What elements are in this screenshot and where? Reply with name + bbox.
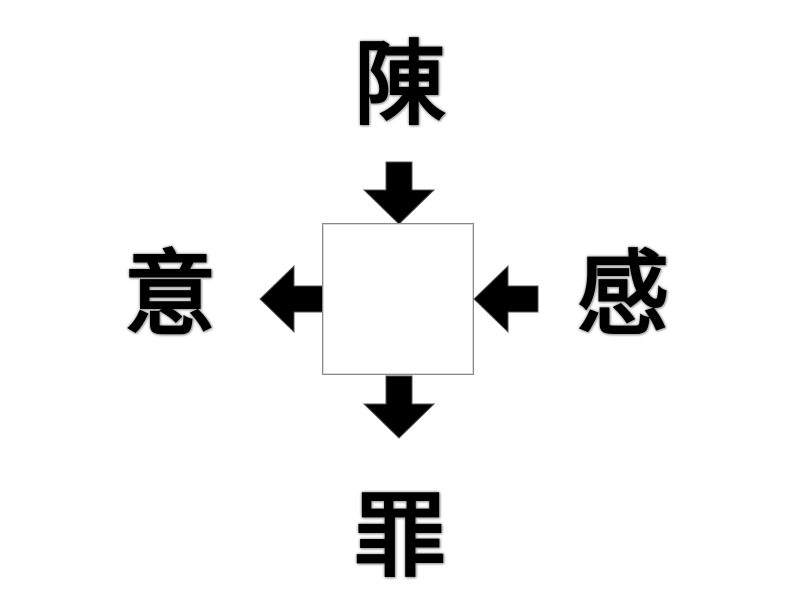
left-kanji: 意 [123, 241, 216, 348]
arrow-left-icon [473, 264, 539, 334]
bottom-kanji: 罪 [353, 483, 446, 590]
top-kanji: 陳 [353, 31, 446, 138]
answer-box[interactable] [322, 223, 474, 375]
right-kanji: 感 [576, 241, 669, 348]
arrow-left-icon [259, 264, 325, 334]
arrow-down-icon [362, 375, 436, 439]
arrow-down-icon [362, 161, 436, 225]
